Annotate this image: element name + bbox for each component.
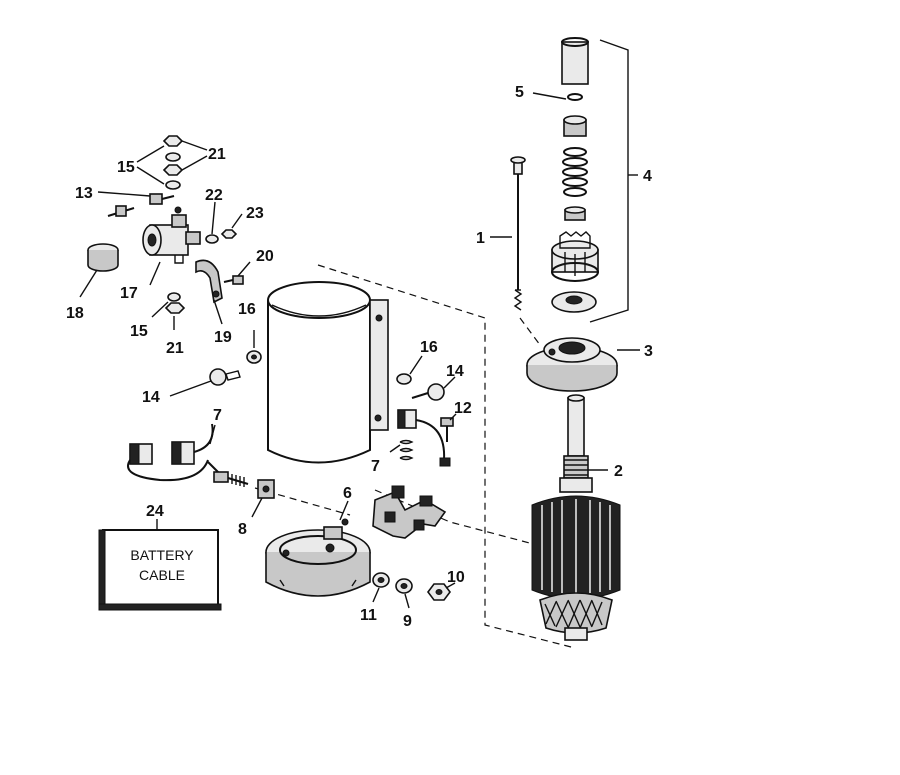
callout-7-left: 7	[213, 407, 222, 424]
callout-15-top: 15	[117, 159, 135, 176]
flat-washer	[395, 578, 413, 594]
insulating-washer	[372, 572, 390, 588]
callout-3: 3	[644, 343, 653, 360]
drive-end-cap	[526, 337, 640, 392]
callout-21-top: 21	[208, 146, 226, 163]
battery-cable-label-line1: BATTERY	[130, 547, 194, 563]
bolt-right	[411, 383, 445, 401]
callout-18: 18	[66, 305, 84, 322]
drive-cap	[561, 37, 589, 85]
callout-7-right: 7	[371, 458, 380, 475]
callout-5: 5	[515, 84, 524, 101]
callout-16-left: 16	[238, 301, 256, 318]
brush-set-with-lead	[127, 423, 249, 487]
drive-assembly-bracket	[589, 39, 638, 323]
callout-16-right: 16	[420, 339, 438, 356]
battery-cable-box	[98, 529, 222, 611]
lower-nut	[164, 302, 186, 314]
callout-13: 13	[75, 185, 93, 202]
callout-8: 8	[238, 521, 247, 538]
brush-with-spring	[397, 409, 451, 467]
leader-lines	[79, 92, 567, 609]
small-nut	[220, 229, 238, 239]
bracket-screw	[223, 275, 244, 285]
drive-nut	[551, 291, 597, 313]
retaining-ring	[567, 93, 583, 101]
washer-left	[246, 350, 262, 364]
drive-bushing	[563, 115, 587, 137]
terminal-stud	[107, 193, 175, 217]
washer-right	[396, 373, 412, 385]
callout-19: 19	[214, 329, 232, 346]
callout-10: 10	[447, 569, 465, 586]
hex-nut	[427, 583, 451, 601]
callout-24: 24	[146, 503, 164, 520]
armature	[531, 394, 621, 641]
callout-11: 11	[360, 607, 377, 624]
callout-17: 17	[120, 285, 138, 302]
callout-numbers: 1 2 3 4 5 6 7 7 8 9 10 11 12 13 14 14 15…	[66, 84, 653, 630]
callout-22: 22	[205, 187, 223, 204]
callout-21-bottom: 21	[166, 340, 184, 357]
solenoid-nut-stack	[162, 135, 184, 190]
drive-spacer	[564, 206, 586, 221]
lower-washer	[167, 292, 181, 302]
callout-20: 20	[256, 248, 274, 265]
callout-1: 1	[476, 230, 485, 247]
callout-14-left: 14	[142, 389, 160, 406]
callout-6: 6	[343, 485, 352, 502]
screw	[440, 417, 454, 442]
small-washer	[205, 234, 219, 244]
solenoid-bracket	[195, 259, 223, 304]
drive-spring	[562, 147, 588, 197]
commutator-end-cap	[265, 518, 371, 597]
callout-12: 12	[454, 400, 472, 417]
brush-holder	[372, 485, 447, 539]
callout-23: 23	[246, 205, 264, 222]
solenoid-boot	[87, 243, 119, 272]
bolt-left	[209, 368, 241, 386]
callout-14-right: 14	[446, 363, 464, 380]
callout-4: 4	[643, 168, 652, 185]
callout-2: 2	[614, 463, 623, 480]
through-bolt	[490, 156, 526, 311]
callout-9: 9	[403, 613, 412, 630]
frame-housing	[267, 281, 389, 464]
solenoid	[142, 206, 201, 264]
callout-15-bottom: 15	[130, 323, 148, 340]
pinion-gear	[551, 231, 599, 282]
battery-cable-label-line2: CABLE	[139, 567, 185, 583]
terminal-insulator	[257, 479, 275, 499]
